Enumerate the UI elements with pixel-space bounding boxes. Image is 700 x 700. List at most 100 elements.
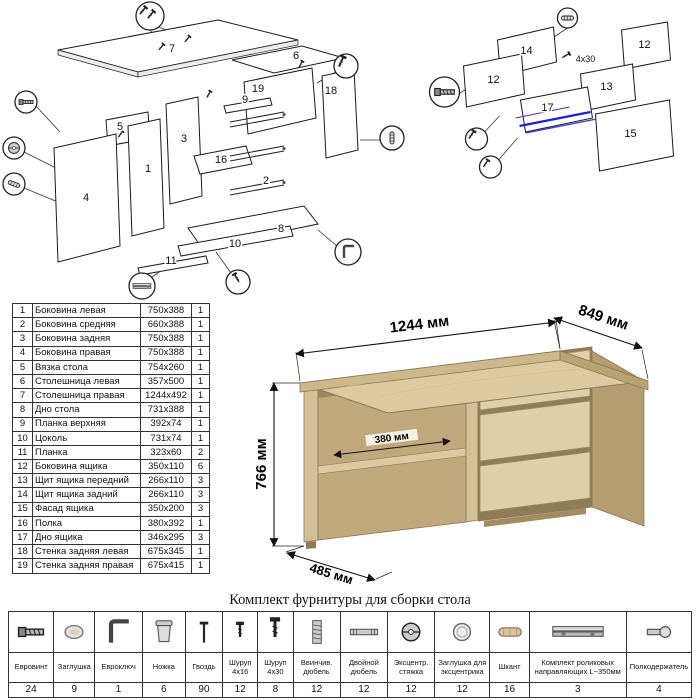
hardware-name: Шкант: [490, 653, 529, 683]
desk-dimension-view: 1244 мм 849 мм 766 мм 485 мм 380 мм: [253, 302, 649, 587]
parts-table-row: 5 Вязка стола 754x260 1: [12, 359, 210, 375]
part-number: 1: [12, 302, 33, 319]
hardware-name: Ножка: [142, 653, 185, 683]
cam-cap-icon: [435, 612, 490, 653]
double-dowel-icon: [340, 612, 387, 653]
part-size: 731x388: [140, 402, 192, 418]
part-label-14: 14: [520, 45, 532, 57]
hardware-qty: 9: [71, 684, 78, 695]
parts-table-row: 13 Щит ящика передний 266x110 3: [12, 473, 210, 489]
desk-render: [299, 346, 649, 549]
hardware-qty: 16: [503, 684, 516, 695]
part-name: Щит ящика задний: [32, 487, 141, 503]
parts-table-row: 6 Столешница левая 357x500 1: [12, 373, 210, 390]
desk-right-side: [591, 350, 645, 527]
part-size: 754x260: [140, 359, 192, 375]
part-qty: 1: [191, 373, 210, 390]
parts-table-row: 18 Стенка задняя левая 675x345 1: [12, 544, 210, 560]
nail-icon: [185, 612, 223, 653]
hardware-qty: 12: [234, 684, 246, 695]
parts-table-row: 19 Стенка задняя правая 675x415 1: [12, 558, 210, 574]
hardware-name: Заглушка для эксцентрика: [435, 653, 490, 683]
part-label-12b: 12: [638, 39, 650, 51]
part-label-17: 17: [541, 102, 553, 114]
dim-shelf-bg: [365, 428, 419, 447]
parts-table-row: 3 Боковина задняя 750x388 1: [12, 331, 210, 347]
dim-height-label: 766 мм: [253, 438, 270, 489]
part-qty: 6: [191, 459, 210, 475]
hardware-item: Полкодержатель 4: [626, 612, 692, 697]
part-name: Боковина задняя: [32, 331, 141, 347]
parts-table-row: 2 Боковина средняя 660x388 1: [12, 317, 210, 333]
part-number: 17: [12, 529, 33, 546]
hardware-item: Ввинчив. дюбель 12: [293, 612, 341, 697]
screw-size-note: 4x30: [576, 54, 596, 64]
part-number: 4: [12, 345, 33, 361]
drawer-slides-icon: [529, 612, 626, 653]
part-name: Столешница левая: [32, 373, 141, 390]
hardware-table: Евровинт 24 Заглушка 9 Евроключ 1 Ножка …: [8, 611, 692, 698]
hardware-item: Шкант 16: [490, 612, 530, 697]
part-size: 357x500: [140, 373, 192, 390]
hardware-item: Заглушка для эксцентрика 12: [435, 612, 491, 697]
hardware-qty: 3: [574, 684, 581, 695]
part-size: 675x415: [140, 558, 192, 574]
hardware-qty: 12: [358, 684, 370, 695]
part-size: 731x74: [140, 430, 192, 446]
drawer-front-3: [479, 451, 591, 513]
part-number: 5: [12, 359, 33, 375]
part-qty: 1: [191, 544, 210, 560]
desk-plinth: [484, 508, 586, 527]
wood-grain: [344, 362, 516, 388]
part-qty: 1: [191, 317, 210, 333]
part-qty: 1: [191, 402, 210, 418]
part-qty: 3: [191, 487, 210, 503]
cap-icon: [54, 612, 95, 653]
wood-grain: [379, 368, 581, 397]
hardware-qty: 4: [656, 684, 662, 695]
part-number-labels: 14 12 12 13 17 15 4x30: [486, 38, 652, 142]
part-number: 18: [12, 544, 33, 560]
desk-panels: [53, 19, 359, 276]
part-label-1: 1: [145, 163, 151, 175]
part-size: 266x110: [140, 473, 192, 489]
part-qty: 1: [191, 430, 210, 446]
part-label-5: 5: [117, 121, 123, 133]
part-label-18: 18: [325, 85, 337, 97]
parts-table-row: 15 Фасад ящика 350x200 3: [12, 501, 210, 517]
part-number: 9: [12, 416, 33, 432]
part-name: Боковина левая: [32, 302, 141, 319]
part-number-labels: 7 6 19 18 5 3 16 2 1 4 9 8 10 11: [81, 42, 338, 269]
part-name: Полка: [32, 515, 141, 532]
part-size: 380x392: [140, 515, 192, 532]
screw-dowel-icon: [293, 612, 340, 653]
hardware-qty: 12: [311, 684, 323, 695]
part-number: 3: [12, 331, 33, 347]
part-qty: 1: [191, 345, 210, 361]
hardware-item: Комплект роликовых направляющих L~350мм …: [529, 612, 627, 697]
parts-list-table: 1 Боковина левая 750x388 1 2 Боковина ср…: [12, 302, 210, 574]
part-size: 266x110: [140, 487, 192, 503]
hardware-name: Гвоздь: [185, 653, 223, 683]
drawer-panels: [462, 21, 675, 172]
hardware-item: Шуруп 4х16 12: [223, 612, 259, 697]
part-size: 750x388: [140, 302, 192, 319]
drawer-front-2: [479, 400, 591, 462]
hardware-item: Двойной дюбель 12: [340, 612, 388, 697]
euroscrew-icon: [9, 612, 54, 653]
parts-table-row: 16 Полка 380x392 1: [12, 515, 210, 532]
hardware-name: Полкодержатель: [626, 653, 692, 683]
part-label-3: 3: [181, 133, 187, 145]
hardware-item: Гвоздь 90: [185, 612, 224, 697]
hardware-kit-title: Комплект фурнитуры для сборки стола: [229, 592, 471, 608]
part-name: Вязка стола: [32, 359, 141, 375]
parts-table-row: 7 Столешница правая 1244x492 1: [12, 388, 210, 404]
dim-shelf-label: 380 мм: [374, 431, 409, 446]
part-name: Планка: [32, 444, 141, 461]
part-qty: 2: [191, 444, 210, 461]
part-qty: 3: [191, 501, 210, 517]
parts-table-row: 17 Дно ящика 346x295 3: [12, 529, 210, 546]
part-number: 7: [12, 388, 33, 404]
shelf-support-icon: [626, 612, 692, 653]
